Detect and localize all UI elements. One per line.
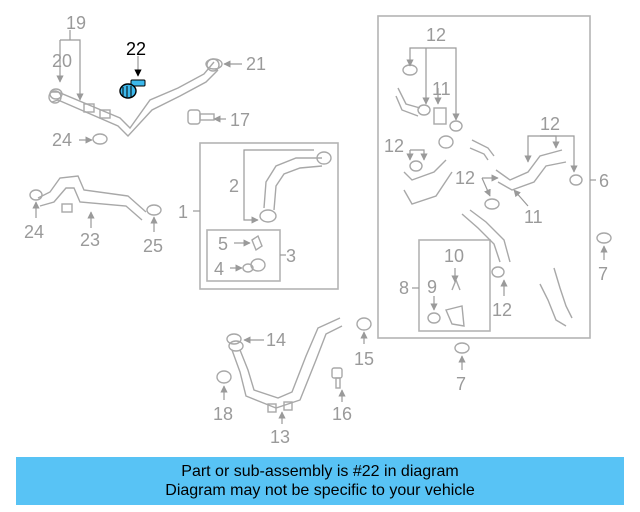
hose-assembly-6 xyxy=(395,64,583,327)
banner-line-part: Part or sub-assembly is #22 in diagram xyxy=(181,463,459,480)
callout-18: 19 xyxy=(66,13,86,33)
coolant-pipe-13 xyxy=(228,317,343,413)
clamp-24-left-icon xyxy=(29,189,43,201)
hose-2 xyxy=(259,151,332,223)
callout-25: 25 xyxy=(143,236,163,256)
clip-24-top-icon xyxy=(92,133,108,145)
callout-19: 20 xyxy=(52,51,72,71)
oring-4-icon xyxy=(242,258,266,273)
hose-23 xyxy=(37,175,147,221)
callout-20: 21 xyxy=(246,54,266,74)
group-box-6 xyxy=(377,15,591,339)
callout-6: 6 xyxy=(599,171,609,191)
clamp-25-icon xyxy=(146,204,162,216)
callout-1: 1 xyxy=(178,202,188,222)
clamp-15-icon xyxy=(356,317,372,331)
callout-10: 10 xyxy=(444,246,464,266)
parts-diagram: 19 20 22 21 17 24 24 23 25 1 2 3 5 4 12 … xyxy=(24,13,612,447)
callout-22: 22 xyxy=(126,39,146,59)
bolt-21-icon xyxy=(187,109,215,125)
callout-12-e: 12 xyxy=(492,300,512,320)
callout-21: 17 xyxy=(230,110,250,130)
callout-11-a: 11 xyxy=(432,79,451,99)
callout-16: 16 xyxy=(332,404,352,424)
callout-13: 13 xyxy=(270,427,290,447)
clamp-20-icon xyxy=(205,58,223,70)
clamp-7-bottom-icon xyxy=(454,342,470,354)
bolt-16-icon xyxy=(331,367,343,389)
group-box-8 xyxy=(418,239,491,332)
callout-7-right: 7 xyxy=(598,264,608,284)
callout-11-b: 11 xyxy=(524,207,543,227)
callout-12-a: 12 xyxy=(426,25,446,45)
callout-7-bottom: 7 xyxy=(456,374,466,394)
info-banner: Part or sub-assembly is #22 in diagram D… xyxy=(16,457,624,505)
callout-12-b: 12 xyxy=(384,136,404,156)
callout-5: 5 xyxy=(218,234,228,254)
callout-14: 14 xyxy=(266,330,286,350)
clip-5-icon xyxy=(251,234,263,252)
clamp-14-icon xyxy=(226,333,242,345)
banner-line-disclaimer: Diagram may not be specific to your vehi… xyxy=(165,482,475,499)
callout-12-c: 12 xyxy=(540,114,560,134)
callout-9: 9 xyxy=(427,277,437,297)
callout-24-top: 24 xyxy=(52,130,72,150)
callout-15: 15 xyxy=(354,349,374,369)
callout-8: 8 xyxy=(399,278,409,298)
callout-4: 4 xyxy=(214,259,224,279)
callout-17: 18 xyxy=(213,404,233,424)
callout-23: 23 xyxy=(80,230,100,250)
clamp-7-right-icon xyxy=(596,232,612,244)
callout-24-left: 24 xyxy=(24,222,44,242)
clip-19-icon xyxy=(49,88,63,100)
callout-3: 3 xyxy=(286,246,296,266)
bolt-22-icon xyxy=(119,79,146,99)
group-box-1 xyxy=(199,142,339,290)
coolant-pipe-18 xyxy=(48,58,220,138)
callout-2: 2 xyxy=(229,176,239,196)
callout-12-d: 12 xyxy=(455,168,475,188)
grommet-17-icon xyxy=(216,370,232,384)
